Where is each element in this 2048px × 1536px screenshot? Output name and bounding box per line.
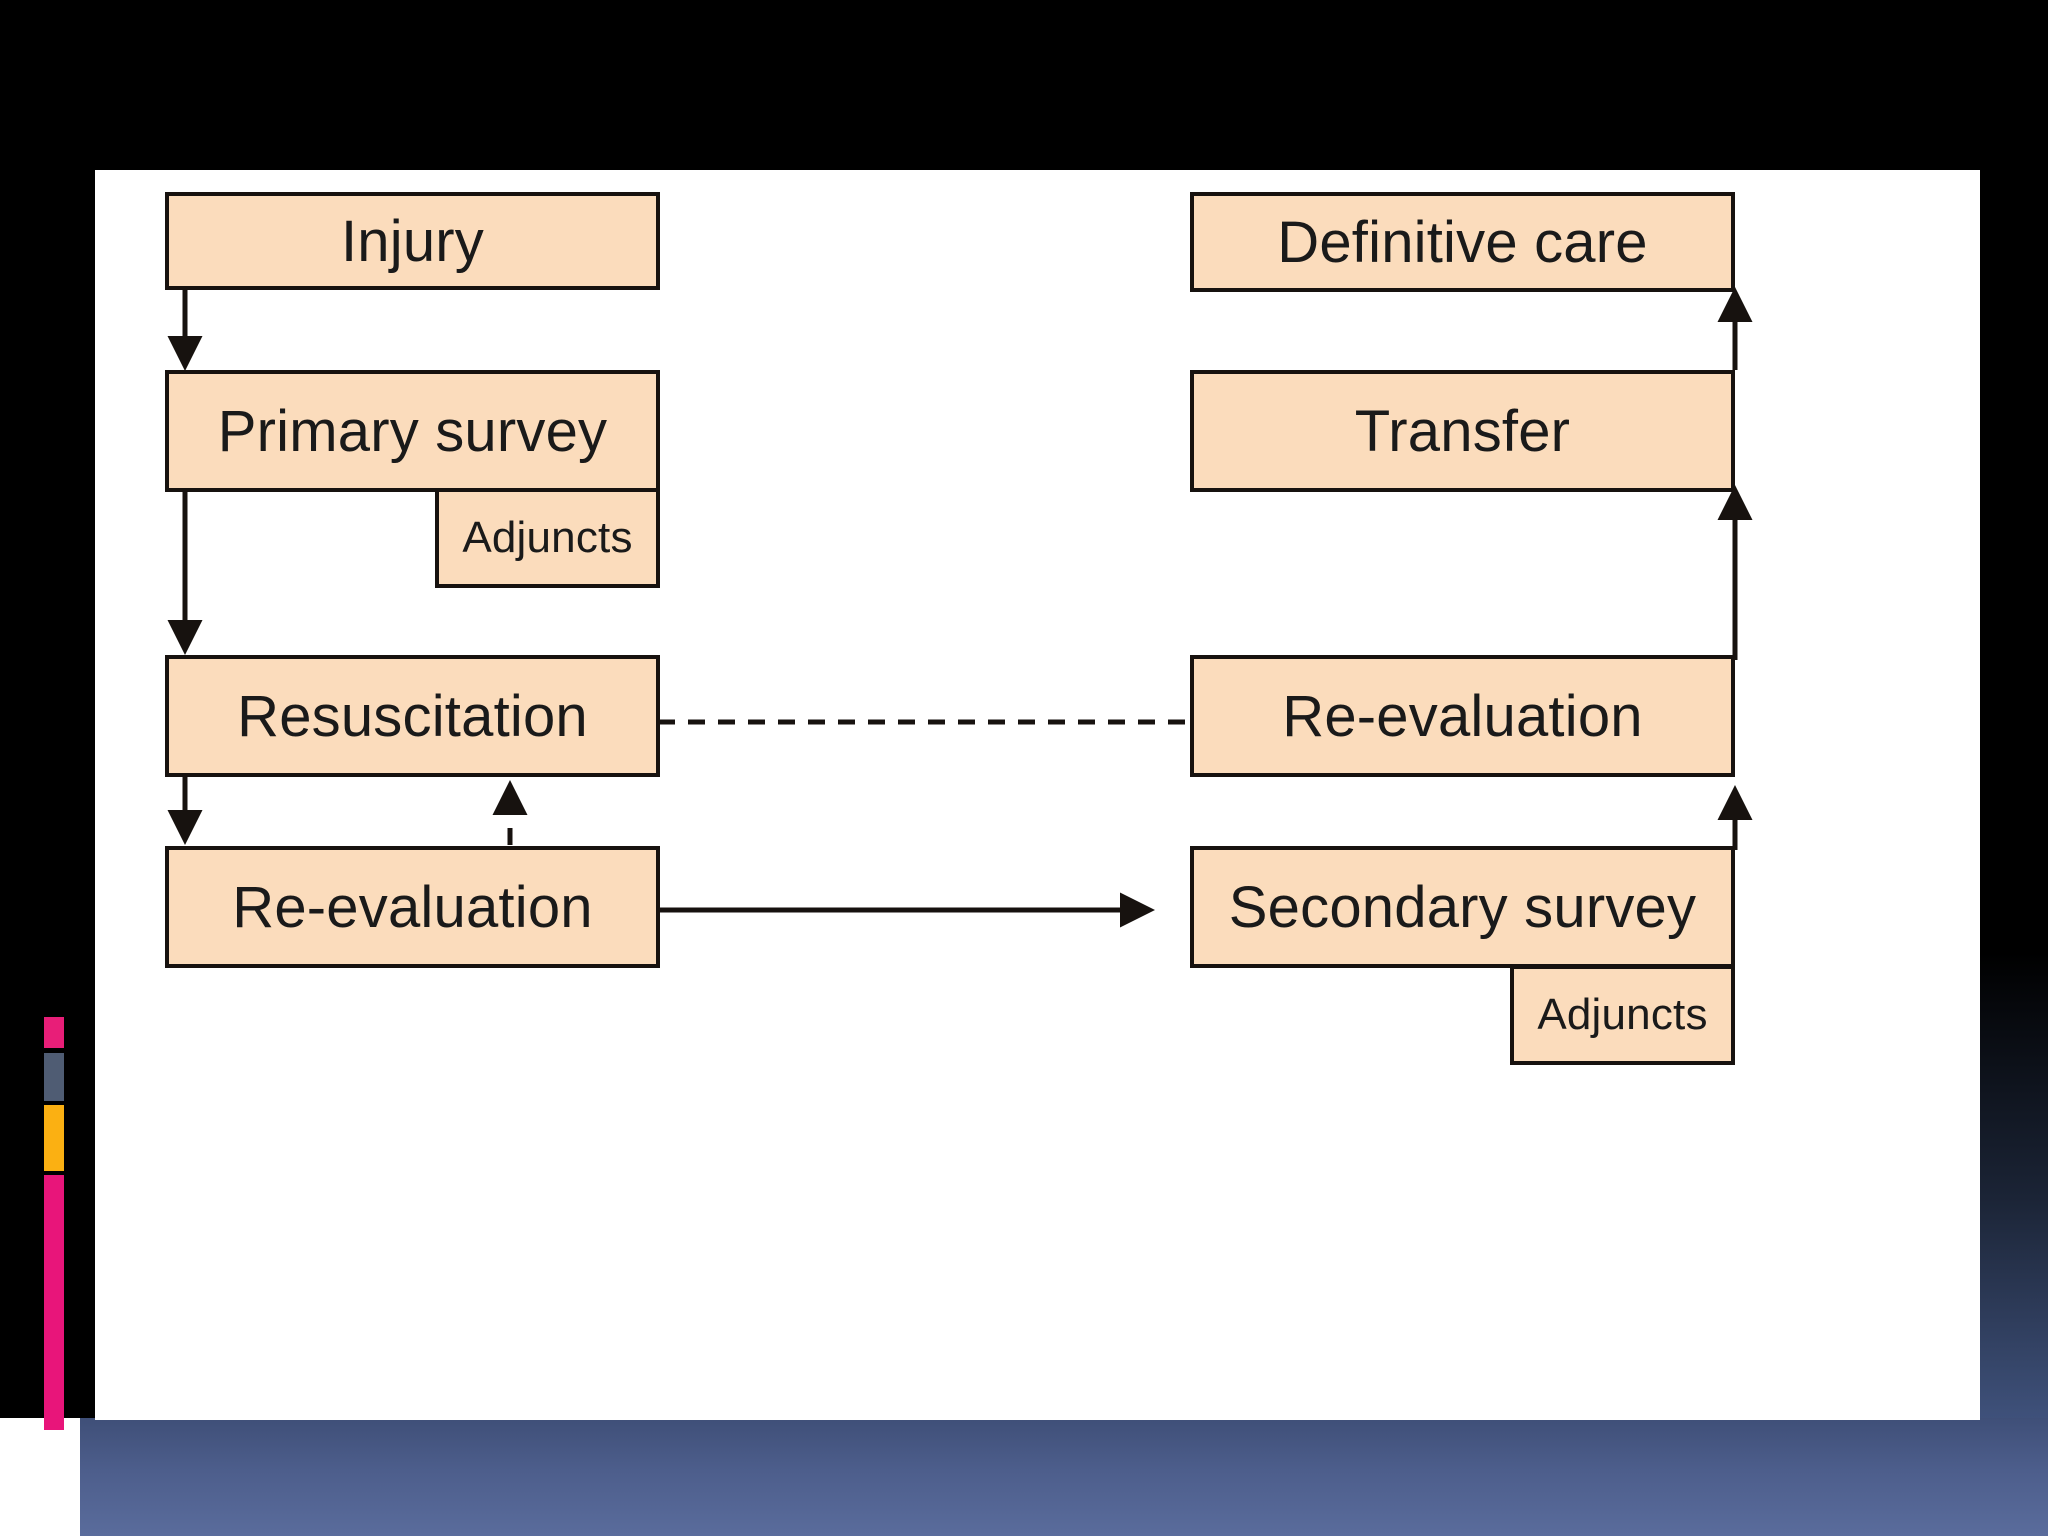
accent-chip-pink-long bbox=[44, 1175, 64, 1430]
flowchart-connectors bbox=[167, 287, 1753, 928]
node-adjuncts-secondary-label: Adjuncts bbox=[1537, 990, 1708, 1039]
node-re-evaluation-left-label: Re-evaluation bbox=[232, 874, 593, 940]
node-definitive-care-label: Definitive care bbox=[1277, 209, 1648, 275]
node-transfer-label: Transfer bbox=[1354, 398, 1571, 464]
node-re-evaluation-left[interactable]: Re-evaluation bbox=[165, 846, 660, 968]
node-injury[interactable]: Injury bbox=[165, 192, 660, 290]
slide-footer-band bbox=[0, 1418, 2048, 1536]
slide-footer-left-block bbox=[0, 1418, 80, 1536]
trauma-care-flowchart: Injury Primary survey Adjuncts Resuscita… bbox=[95, 170, 1980, 1420]
node-re-evaluation-right[interactable]: Re-evaluation bbox=[1190, 655, 1735, 777]
decorative-bar-2 bbox=[55, 152, 60, 234]
decorative-bar-3 bbox=[65, 152, 73, 234]
accent-chip-slate bbox=[44, 1053, 64, 1101]
node-resuscitation-label: Resuscitation bbox=[237, 683, 588, 749]
decorative-bar-4 bbox=[78, 152, 91, 234]
node-adjuncts-primary-label: Adjuncts bbox=[462, 513, 633, 562]
node-adjuncts-secondary[interactable]: Adjuncts bbox=[1510, 965, 1735, 1065]
node-primary-survey-label: Primary survey bbox=[217, 398, 608, 464]
node-primary-survey[interactable]: Primary survey bbox=[165, 370, 660, 492]
node-re-evaluation-right-label: Re-evaluation bbox=[1282, 683, 1643, 749]
node-secondary-survey-label: Secondary survey bbox=[1228, 874, 1697, 940]
node-resuscitation[interactable]: Resuscitation bbox=[165, 655, 660, 777]
node-adjuncts-primary[interactable]: Adjuncts bbox=[435, 488, 660, 588]
slide-content-panel: Injury Primary survey Adjuncts Resuscita… bbox=[95, 170, 1980, 1420]
node-transfer[interactable]: Transfer bbox=[1190, 370, 1735, 492]
accent-chip-amber bbox=[44, 1105, 64, 1171]
node-injury-label: Injury bbox=[340, 208, 485, 274]
node-secondary-survey[interactable]: Secondary survey bbox=[1190, 846, 1735, 968]
decorative-bar-1 bbox=[46, 152, 50, 234]
node-definitive-care[interactable]: Definitive care bbox=[1190, 192, 1735, 292]
accent-chip-pink-top bbox=[44, 1017, 64, 1048]
